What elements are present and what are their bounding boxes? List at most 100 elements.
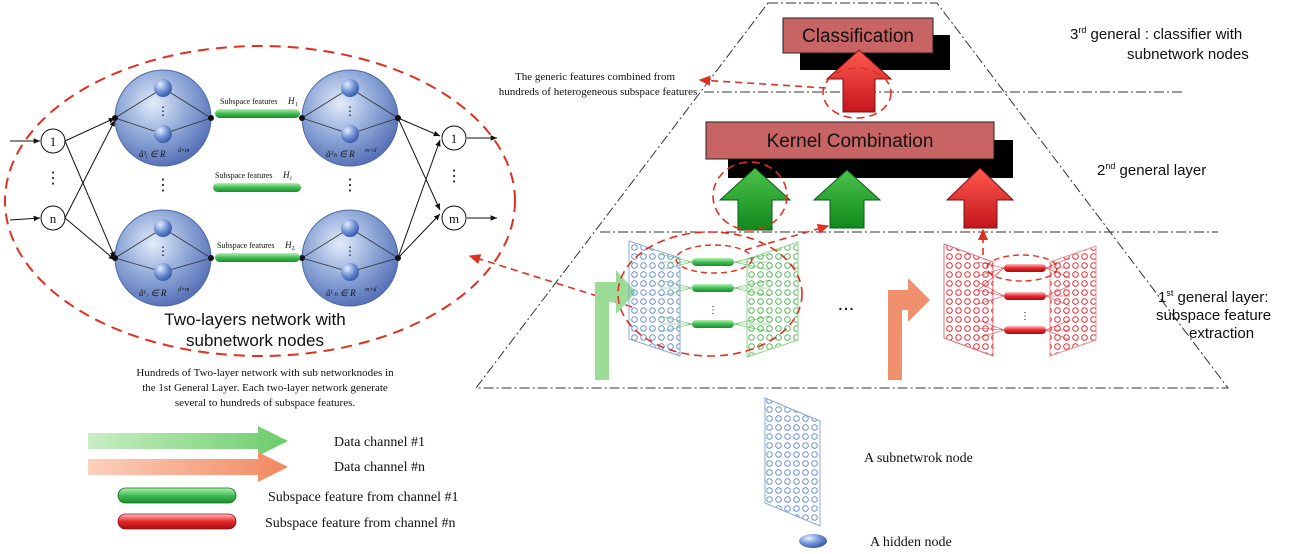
subnetwork-sphere-bottom-left: ⋮ âᴸᵢ ∈ R d×m	[112, 209, 214, 307]
subspace-label-bottom: Subspace features	[217, 241, 275, 250]
legend-channel1-label: Data channel #1	[334, 435, 425, 450]
pointer-to-kernel	[744, 223, 830, 251]
sphere-vdots-left: ⋮	[155, 177, 171, 194]
channel-ellipsis: ...	[838, 293, 855, 315]
two-layer-network: 1 ⋮ n 1 ⋮ m ⋮ â¹ᵢ ∈ R d×m	[4, 45, 516, 357]
kernel-box	[705, 121, 995, 160]
channel1-input-arrow	[595, 270, 636, 380]
layer1-label-line3: extraction	[1189, 325, 1254, 342]
channeln-tube-ellipse	[986, 254, 1058, 282]
output-node-m	[441, 205, 467, 231]
up-arrow-classification	[825, 49, 893, 113]
legend-channeln-label: Data channel #n	[334, 460, 425, 475]
input-node-1	[40, 128, 66, 154]
output-node-m-label: m	[449, 211, 459, 226]
layer-labels: 3rd general : classifier with subnetwork…	[1070, 25, 1271, 342]
hidden-node-label: A hidden node	[870, 535, 952, 550]
svg-text:⋮: ⋮	[157, 104, 169, 118]
subspace-tube-mid	[213, 183, 301, 192]
svg-text:d×m: d×m	[178, 287, 190, 293]
network-caption-line1: Two-layers network with	[164, 310, 345, 329]
network-description: Hundreds of Two-layer network with sub n…	[136, 367, 394, 409]
channeln-fanout-lines	[977, 257, 1071, 341]
input-node-1-label: 1	[50, 134, 57, 149]
formula-top-right: â¹ₕ ∈ R	[326, 149, 355, 159]
output-nodes: 1 ⋮ m	[441, 125, 467, 231]
output-vdots: ⋮	[446, 168, 462, 185]
channel1-input-grid	[628, 240, 681, 357]
channel1-tube-1	[692, 258, 734, 266]
channeln-tube-2	[1004, 292, 1046, 300]
layer3-label-line1: 3rd general : classifier with	[1070, 25, 1242, 43]
input-vdots: ⋮	[45, 170, 61, 187]
svg-text:several to hundreds of subspac: several to hundreds of subspace features…	[175, 397, 355, 409]
svg-text:⋮: ⋮	[344, 104, 356, 118]
legend: Data channel #1 Data channel #n Subspace…	[88, 426, 458, 531]
sphere-vdots-right: ⋮	[342, 177, 358, 194]
legend-green-arrow	[88, 426, 288, 456]
generic-note-line2: hundreds of heterogeneous subspace featu…	[499, 86, 698, 98]
subnetwork-node-label: A subnetwrok node	[864, 451, 973, 466]
svg-text:i: i	[290, 176, 292, 182]
svg-text:m×d: m×d	[365, 148, 377, 154]
channel1-output-grid	[746, 241, 799, 358]
legend-red-tube	[117, 513, 237, 530]
classification-label: Classification	[802, 26, 914, 47]
formula-bottom-right: âᴸₕ ∈ R	[326, 288, 356, 298]
kernel-label: Kernel Combination	[767, 131, 934, 152]
channel1-tube-ellipse	[675, 244, 753, 274]
channel1-dashed-ellipse	[617, 231, 803, 357]
svg-text:H: H	[287, 96, 295, 106]
formula-top-left: â¹ᵢ ∈ R	[139, 149, 166, 159]
svg-text:⋮: ⋮	[157, 244, 169, 258]
channeln-output-grid	[1049, 245, 1097, 357]
svg-text:the 1st General Layer. Each tw: the 1st General Layer. Each two-layer ne…	[142, 382, 388, 394]
input-node-n-label: n	[50, 211, 57, 226]
hidden-node-icon	[799, 534, 827, 548]
subspace-tube-top	[215, 109, 300, 118]
svg-text:d×m: d×m	[178, 148, 190, 154]
subnetwork-sphere-top-left: ⋮ â¹ᵢ ∈ R d×m	[112, 69, 214, 167]
node-legend: A subnetwrok node A hidden node	[764, 397, 973, 550]
subnetwork-sphere-bottom-right: ⋮ âᴸₕ ∈ R m×d	[299, 209, 401, 307]
svg-text:m×d: m×d	[365, 287, 377, 293]
svg-text:H: H	[284, 240, 292, 250]
formula-bottom-left: âᴸᵢ ∈ R	[139, 288, 167, 298]
layer1-label-line2: subspace feature	[1156, 307, 1271, 324]
svg-text:⋮: ⋮	[708, 305, 718, 316]
channeln-block: ⋮	[888, 243, 1097, 380]
pyramid: Classification Kernel Combination The ge…	[468, 2, 1271, 389]
legend-green-tube	[117, 487, 237, 504]
svg-text:1: 1	[295, 102, 298, 108]
classification-arrow-ellipse	[822, 67, 892, 119]
channel1-tube-3	[692, 320, 734, 328]
channel1-block: ⋮	[595, 231, 803, 380]
channel1-tube-2	[692, 284, 734, 292]
layer3-label-line2: subnetwork nodes	[1127, 46, 1249, 63]
pyramid-outline	[474, 2, 1230, 389]
network-caption-line2: subnetwork nodes	[186, 331, 324, 350]
svg-text:Hundreds of Two-layer network: Hundreds of Two-layer network with sub n…	[136, 367, 394, 379]
subnetwork-node-icon	[764, 397, 821, 527]
input-nodes: 1 ⋮ n	[40, 128, 66, 231]
svg-text:⋮: ⋮	[344, 244, 356, 258]
channeln-tube-1	[1004, 264, 1046, 272]
subspace-label-top: Subspace features	[220, 97, 278, 106]
legend-sub1-label: Subspace feature from channel #1	[268, 490, 458, 505]
up-arrow-green-1	[718, 167, 792, 231]
subspace-label-mid: Subspace features	[215, 171, 273, 180]
subspace-tube-bottom	[215, 253, 300, 262]
channeln-input-arrow	[888, 278, 930, 380]
input-node-n	[40, 205, 66, 231]
channeln-tube-3	[1004, 326, 1046, 334]
network-dashed-ellipse	[4, 45, 516, 357]
output-node-1	[441, 125, 467, 151]
pointer-to-generic-note	[698, 75, 827, 89]
svg-text:H: H	[282, 170, 290, 180]
layer2-label: 2nd general layer	[1097, 161, 1206, 179]
svg-text:L: L	[291, 246, 296, 252]
legend-salmon-arrow	[88, 452, 288, 482]
classification-box	[782, 17, 934, 54]
subnetwork-sphere-top-right: ⋮ â¹ₕ ∈ R m×d	[299, 69, 401, 167]
